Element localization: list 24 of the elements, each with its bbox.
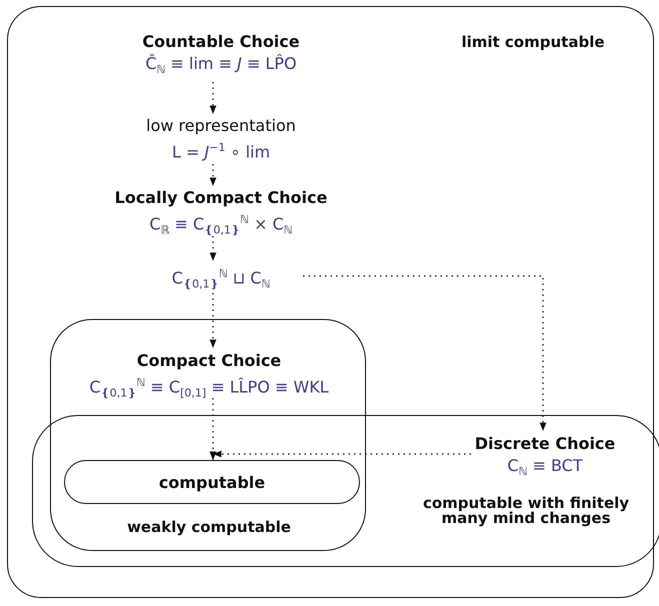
region-label: limit computable [460, 35, 606, 50]
choice-title: low representation [146, 115, 296, 136]
region-outline [50, 319, 366, 551]
dotted-arrow [210, 164, 216, 186]
dotted-arrow [210, 293, 216, 348]
formula: C$_{ℝ}$ ≡ C$_{❴0,1❵}$$^{ℕ}$ × C$_{ℕ}$ [150, 212, 292, 239]
region-label: computable with finitely many mind changes [422, 496, 630, 526]
choice-title: Countable Choice [142, 31, 300, 52]
choice-title: Discrete Choice [474, 433, 616, 454]
choice-title: Locally Compact Choice [114, 187, 328, 208]
formula: C$_{❴0,1❵}$$^{ℕ}$ ⊔ C$_{ℕ}$ [172, 266, 270, 293]
dotted-arrow [303, 275, 546, 431]
dotted-arrow [210, 236, 216, 261]
formula: C$_{❴0,1❵}$$^{ℕ}$ ≡ C$_{[0,1]}$ ≡ LL̂PO ≡ WKL [89, 375, 329, 402]
formula: Ĉ$_{ℕ}$ ≡ lim ≡ J ≡ LP̂O [145, 53, 297, 78]
formula: C$_{ℕ}$ ≡ BCT [507, 455, 583, 480]
computable-box: computable [64, 460, 360, 504]
region-label: weakly computable [126, 520, 292, 535]
choice-title: Compact Choice [136, 350, 282, 371]
dotted-arrow [210, 82, 216, 114]
dotted-arrow [210, 450, 471, 460]
formula: L = J$^{−1}$ ∘ lim [172, 140, 270, 164]
region-outline [32, 415, 659, 567]
dotted-arrow [210, 398, 216, 460]
